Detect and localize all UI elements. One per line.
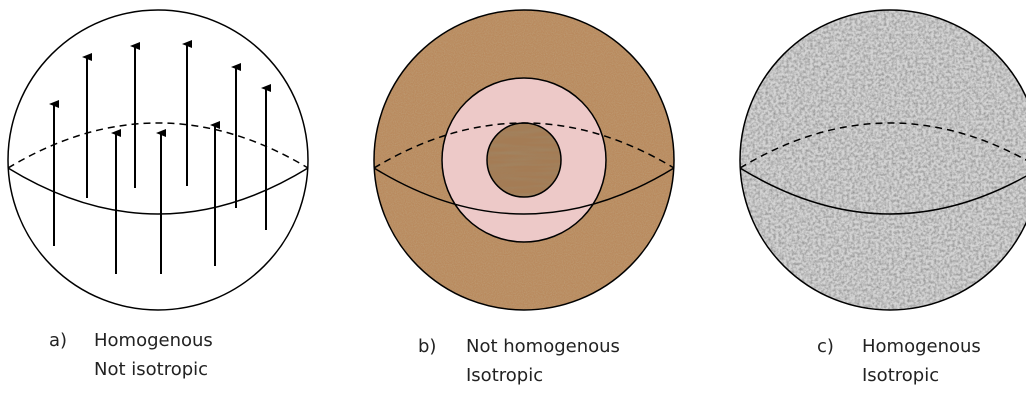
panel-b (374, 10, 674, 310)
panel-c (740, 10, 1026, 310)
caption-c-line-2: Isotropic (862, 361, 981, 390)
panel-a (8, 10, 308, 310)
caption-a-line-2: Not isotropic (94, 355, 213, 384)
caption-a-line-1: Homogenous (94, 326, 213, 355)
caption-c-tag: c) (817, 332, 834, 361)
caption-b-tag: b) (418, 332, 436, 361)
caption-b-line-2: Isotropic (466, 361, 620, 390)
caption-c-line-1: Homogenous (862, 332, 981, 361)
caption-a-tag: a) (49, 326, 67, 355)
caption-b-line-1: Not homogenous (466, 332, 620, 361)
